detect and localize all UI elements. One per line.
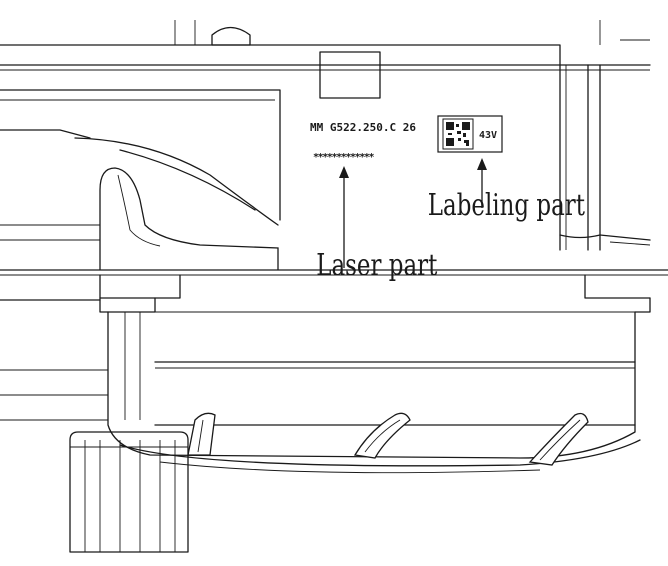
laser-part-label: Laser part <box>316 248 437 283</box>
rib-3 <box>528 412 589 466</box>
part-code-text: MM G522.250.C 26 <box>310 121 416 134</box>
rib-2 <box>353 412 411 459</box>
qr-code-icon <box>442 118 474 150</box>
labeling-part-arrow <box>477 158 487 208</box>
voltage-label-text: 43V <box>479 130 497 141</box>
labeling-part-label: Labeling part <box>428 188 585 223</box>
laser-mark-text: ************* <box>313 152 374 163</box>
upper-housing-outline <box>0 20 651 251</box>
snap-hook <box>99 167 279 270</box>
label-sticker: 43V <box>437 115 503 153</box>
laser-part-arrow <box>339 166 349 268</box>
parting-line-band <box>0 269 668 301</box>
ribbed-cylinder <box>69 431 189 553</box>
rib-1 <box>187 412 216 456</box>
